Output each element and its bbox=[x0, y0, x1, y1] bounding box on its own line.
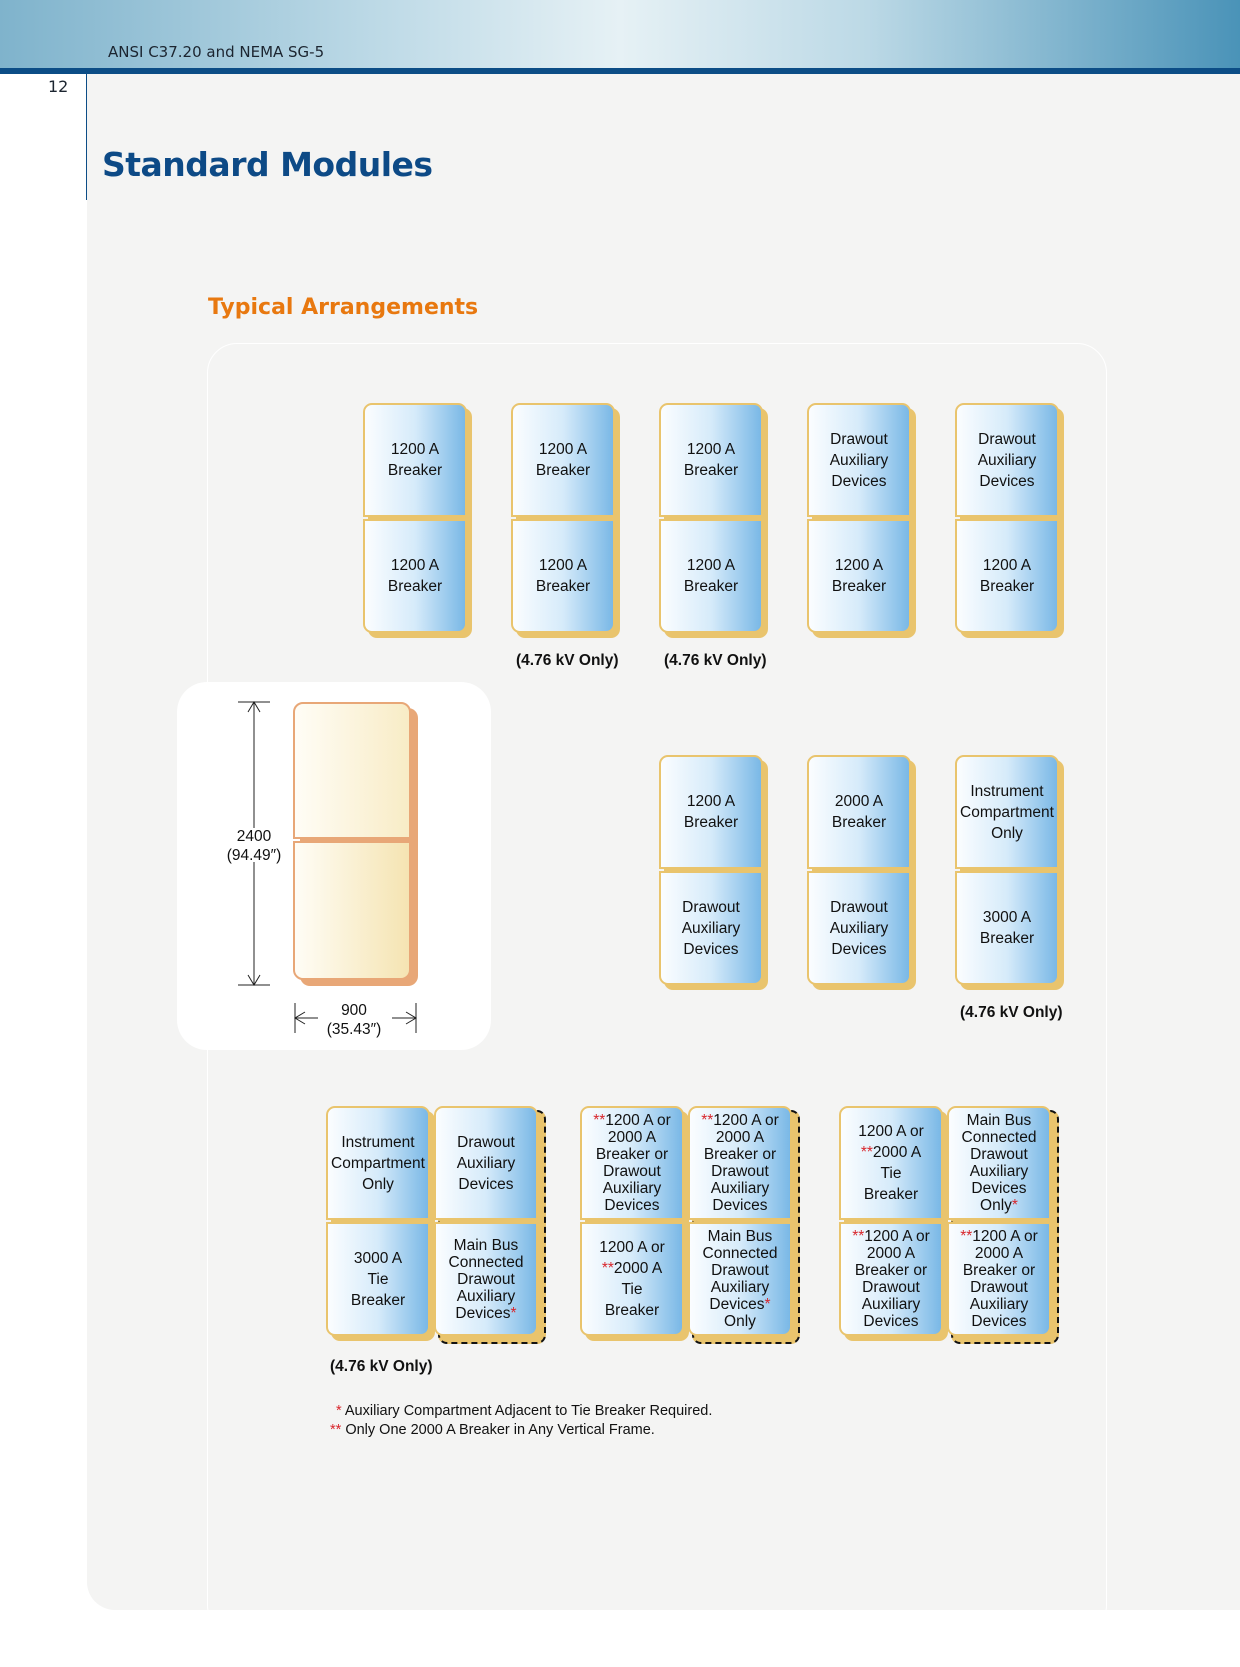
module-upper-cell: Instrument Compartment Only bbox=[326, 1106, 430, 1220]
footnote-mark: ** bbox=[852, 1228, 865, 1245]
width-dimension-label: 900 (35.43″) bbox=[326, 1002, 382, 1038]
module-upper-cell: **1200 A or 2000 A Breaker or Drawout Au… bbox=[580, 1106, 684, 1220]
voltage-note: (4.76 kV Only) bbox=[664, 652, 767, 669]
module-lower-cell: 3000 A Breaker bbox=[955, 871, 1059, 985]
module-lower-cell: 1200 A Breaker bbox=[511, 519, 615, 633]
page-number: 12 bbox=[48, 77, 69, 96]
header-rule bbox=[0, 68, 1240, 74]
footnote-mark: ** bbox=[593, 1112, 606, 1129]
module-upper-cell: **1200 A or 2000 A Breaker or Drawout Au… bbox=[688, 1106, 792, 1220]
footnote-mark: ** bbox=[601, 1260, 614, 1277]
module-upper-cell: Drawout Auxiliary Devices bbox=[955, 403, 1059, 517]
module-lower-cell: Drawout Auxiliary Devices bbox=[659, 871, 763, 985]
header-banner bbox=[0, 0, 1240, 68]
footnote-mark: * bbox=[764, 1296, 771, 1313]
module-lower-cell: 1200 A or **2000 A Tie Breaker bbox=[580, 1222, 684, 1336]
module-lower-cell: Drawout Auxiliary Devices bbox=[807, 871, 911, 985]
margin-rule bbox=[86, 74, 87, 200]
module-lower-cell: 1200 A Breaker bbox=[807, 519, 911, 633]
module-lower-cell: 1200 A Breaker bbox=[363, 519, 467, 633]
footnote-1: * Auxiliary Compartment Adjacent to Tie … bbox=[336, 1403, 713, 1419]
subsection-title: Typical Arrangements bbox=[208, 295, 479, 320]
footnote-mark: * bbox=[336, 1403, 342, 1419]
module-upper-cell: 1200 A Breaker bbox=[363, 403, 467, 517]
document-title: ANSI C37.20 and NEMA SG-5 bbox=[108, 43, 325, 61]
section-title: Standard Modules bbox=[102, 145, 433, 184]
module-upper-cell: Instrument Compartment Only bbox=[955, 755, 1059, 869]
module-lower-cell: Main Bus Connected Drawout Auxiliary Dev… bbox=[688, 1222, 792, 1336]
module-upper-cell: 2000 A Breaker bbox=[807, 755, 911, 869]
footnote-mark: ** bbox=[960, 1228, 973, 1245]
module-upper-cell: Drawout Auxiliary Devices bbox=[434, 1106, 538, 1220]
module-upper-cell: 1200 A Breaker bbox=[511, 403, 615, 517]
module-upper-cell: 1200 A or **2000 A Tie Breaker bbox=[839, 1106, 943, 1220]
footnote-mark: * bbox=[1011, 1197, 1018, 1214]
footnote-mark: ** bbox=[330, 1422, 342, 1438]
module-lower-cell: **1200 A or 2000 A Breaker or Drawout Au… bbox=[947, 1222, 1051, 1336]
footnote-2: ** Only One 2000 A Breaker in Any Vertic… bbox=[330, 1422, 655, 1438]
module-lower-cell: 3000 A Tie Breaker bbox=[326, 1222, 430, 1336]
module-lower-cell: **1200 A or 2000 A Breaker or Drawout Au… bbox=[839, 1222, 943, 1336]
footnote-mark: ** bbox=[860, 1144, 873, 1161]
cabinet-upper-compartment bbox=[293, 702, 411, 839]
module-lower-cell: 1200 A Breaker bbox=[659, 519, 763, 633]
module-upper-cell: 1200 A Breaker bbox=[659, 403, 763, 517]
cabinet-lower-compartment bbox=[293, 841, 411, 980]
module-lower-cell: Main Bus Connected Drawout Auxiliary Dev… bbox=[434, 1222, 538, 1336]
module-upper-cell: Main Bus Connected Drawout Auxiliary Dev… bbox=[947, 1106, 1051, 1220]
footnote-mark: ** bbox=[701, 1112, 714, 1129]
voltage-note: (4.76 kV Only) bbox=[516, 652, 619, 669]
voltage-note: (4.76 kV Only) bbox=[960, 1004, 1063, 1021]
height-dimension-label: 2400 (94.49″) bbox=[226, 828, 282, 864]
module-lower-cell: 1200 A Breaker bbox=[955, 519, 1059, 633]
footnote-mark: * bbox=[510, 1304, 517, 1322]
module-upper-cell: Drawout Auxiliary Devices bbox=[807, 403, 911, 517]
voltage-note: (4.76 kV Only) bbox=[330, 1358, 433, 1375]
module-upper-cell: 1200 A Breaker bbox=[659, 755, 763, 869]
